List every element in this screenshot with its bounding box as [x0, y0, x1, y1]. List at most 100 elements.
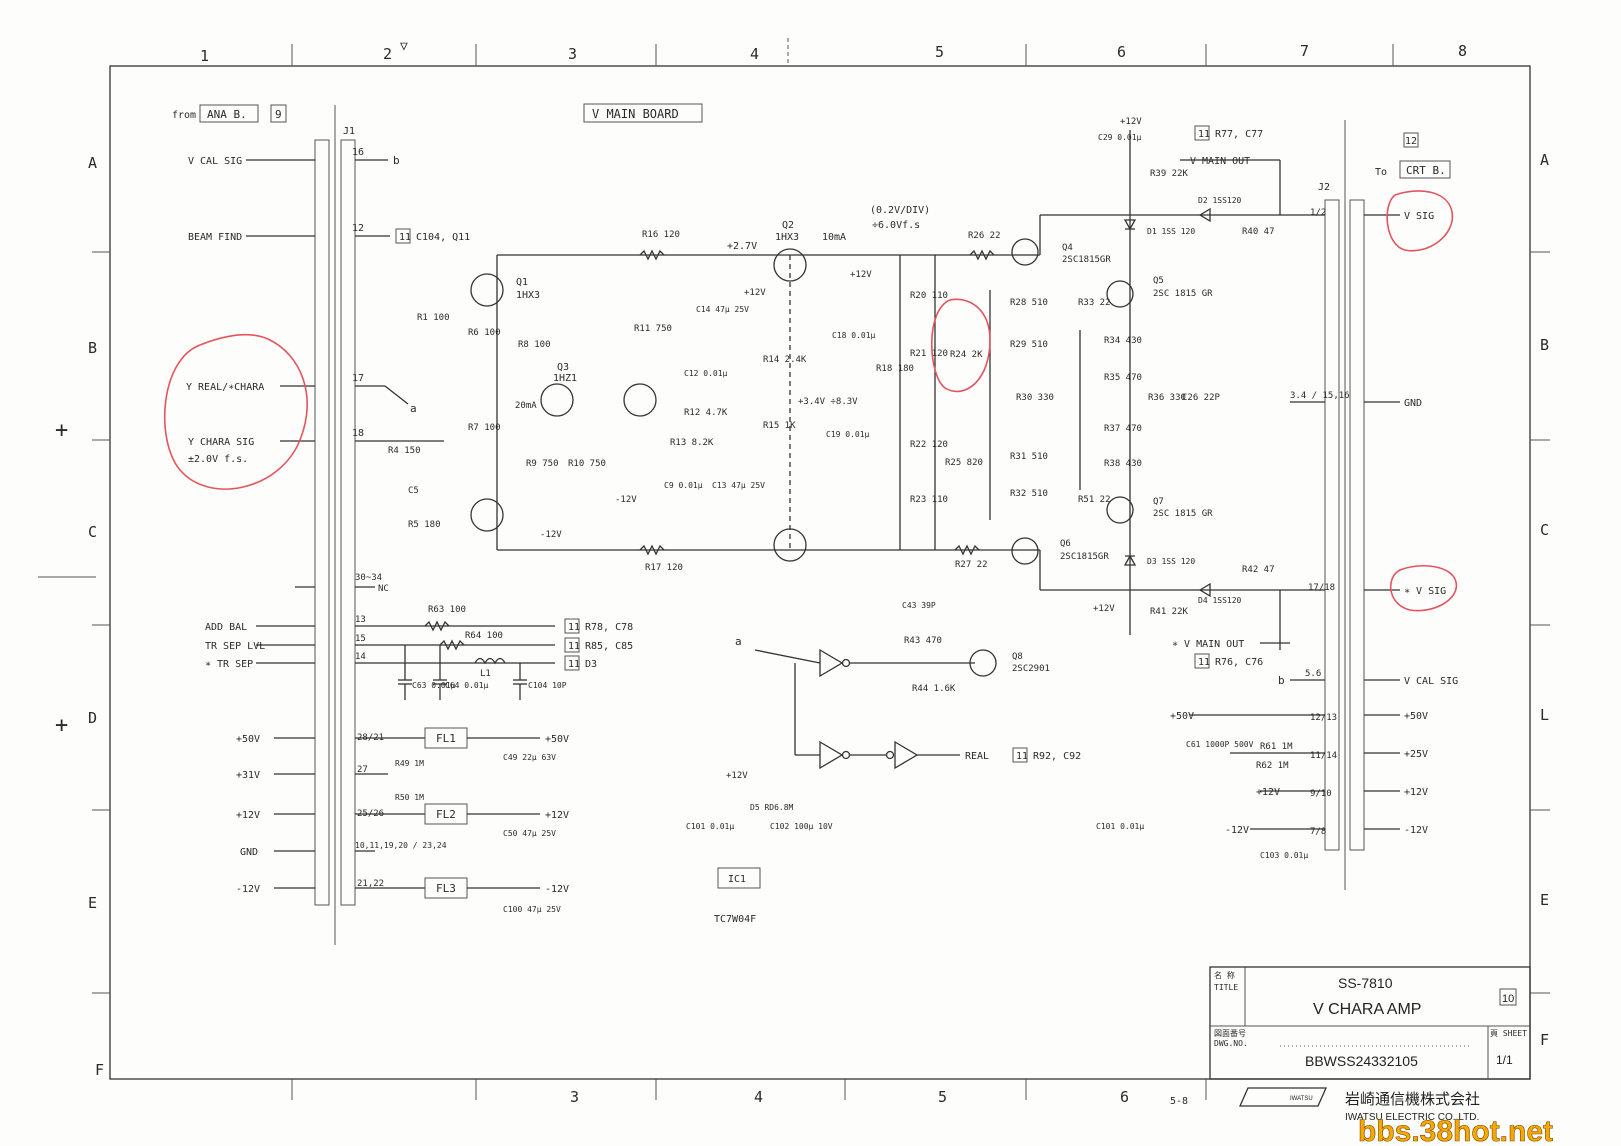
r32-label: R32 510 [1010, 489, 1048, 499]
ref-92: R92, C92 [1033, 751, 1081, 762]
watermark: bbs.38hot.net [1358, 1115, 1553, 1146]
j1-name: J1 [343, 126, 355, 137]
q8-value: 2SC2901 [1012, 664, 1050, 674]
c26-label: C26 22P [1182, 393, 1221, 403]
scale-note-2: ÷6.0Vf.s [872, 220, 920, 231]
r34-label: R34 430 [1104, 336, 1142, 346]
page-no-box [1499, 988, 1517, 1006]
from-page: 9 [275, 108, 282, 121]
r51-label: R51 22 [1078, 495, 1111, 505]
title-block [1209, 966, 1531, 1080]
c19-label: C19 0.01μ [826, 430, 870, 439]
r63-label: R63 100 [428, 605, 466, 615]
col-label-2: 2 [383, 45, 392, 63]
dest-b-right: b [1278, 674, 1285, 687]
col-label-bottom-4: 4 [754, 1088, 763, 1106]
r37-label: R37 470 [1104, 424, 1142, 434]
c49-label: C49 22μ 63V [503, 753, 556, 762]
pin-28-21: 28/21 [357, 733, 384, 743]
row-label-b: B [88, 339, 97, 357]
supply-p12-low: +12V [1093, 604, 1115, 614]
r6-label: R6 100 [468, 328, 501, 338]
c101-label-2: C101 0.01μ [686, 822, 734, 831]
supply-p12-mid: +12V [850, 270, 872, 280]
row-label-c: C [88, 523, 97, 541]
scale-note: (0.2V/DIV) [870, 205, 930, 216]
fl1-out: +50V [545, 734, 569, 745]
r9-label: R9 750 [526, 459, 559, 469]
c12-label: C12 0.01μ [684, 369, 728, 378]
col-label-bottom-6: 6 [1120, 1088, 1129, 1106]
v-main-out-n: ∗ V MAIN OUT [1172, 639, 1244, 650]
r7-label: R7 100 [468, 423, 501, 433]
board-name: V MAIN BOARD [592, 107, 679, 121]
row-label-right-c: C [1540, 521, 1549, 539]
l1-label: L1 [480, 669, 491, 679]
r41-label: R41 22K [1150, 607, 1189, 617]
sig-m12v-right: -12V [1404, 825, 1428, 836]
q5-label: Q5 [1153, 276, 1164, 286]
q2-label: Q2 [782, 220, 794, 231]
sig-12v: +12V [236, 810, 260, 821]
current-20ma: 20mA [515, 401, 537, 411]
j2-name: J2 [1318, 182, 1330, 193]
r27-label: R27 22 [955, 560, 988, 570]
sig-v-cal-sig: V CAL SIG [188, 156, 242, 167]
ref-page-beam: 11 [399, 232, 411, 243]
j1-bar-left [314, 139, 330, 906]
fl1-label: FL1 [436, 732, 456, 745]
j2-wires [1190, 214, 1400, 830]
r16-label: R16 120 [642, 230, 680, 240]
c29-label: C29 0.01μ [1098, 133, 1142, 142]
real-label: REAL [965, 751, 989, 762]
r17-symbol [639, 544, 665, 556]
pin-gnd-right: 3.4 / 15,16 [1290, 391, 1350, 401]
sig-beam-find: BEAM FIND [188, 232, 242, 243]
r50-label: R50 1M [395, 793, 424, 802]
pin-17-18: 17/18 [1308, 583, 1335, 593]
sig-tr-sep-lvl: TR SEP LVL [205, 641, 265, 652]
r23-label: R23 110 [910, 495, 948, 505]
pin-gnd-left: 10,11,19,20 / 23,24 [355, 841, 447, 850]
r14-label: R14 2.4K [763, 355, 807, 365]
q8-label: Q8 [1012, 652, 1023, 662]
to-board-box [1399, 160, 1451, 179]
row-label-f: F [95, 1061, 104, 1079]
c5-label: C5 [408, 486, 419, 496]
ref-box-76 [1194, 653, 1210, 669]
sig-25v-right: +25V [1404, 749, 1428, 760]
c101-label: C101 0.01μ [1096, 822, 1144, 831]
r5-label: R5 180 [408, 520, 441, 530]
d2-symbol [1198, 207, 1211, 223]
c14-label: C14 47μ 25V [696, 305, 749, 314]
sig-tr-sep: ∗ TR SEP [205, 659, 253, 670]
q7-value: 2SC 1815 GR [1153, 509, 1213, 519]
ref-box-beam [395, 228, 411, 244]
pin-30-34: 30~34 [355, 573, 382, 583]
frame-ticks [38, 38, 1550, 1100]
v34-note: +3.4V ÷8.3V [798, 397, 858, 407]
r61-label: R61 1M [1260, 742, 1293, 752]
r26-label: R26 22 [968, 231, 1001, 241]
q5-value: 2SC 1815 GR [1153, 289, 1213, 299]
sig-m12v-right-in: -12V [1225, 825, 1249, 836]
r28-label: R28 510 [1010, 298, 1048, 308]
annotation-circle-y-signals [163, 333, 308, 490]
r4-label: R4 150 [388, 446, 421, 456]
r63-symbol [424, 620, 450, 632]
from-page-box [270, 104, 287, 123]
pin-1-2: 1/2 [1310, 208, 1326, 218]
ref-77: R77, C77 [1215, 129, 1263, 140]
r24-label: R24 2K [950, 350, 983, 360]
pin-9-10: 9/10 [1310, 789, 1332, 799]
col-label-8: 8 [1458, 42, 1467, 60]
page-ref: 5-8 [1170, 1096, 1188, 1107]
l1-symbol [474, 657, 506, 665]
sig-y-chara-fs: ±2.0V f.s. [188, 454, 248, 465]
inverter-gates [754, 648, 975, 770]
supply-p12-c14: +12V [744, 288, 766, 298]
dwg-caption-jp: 図面番号 [1214, 1028, 1246, 1038]
sig-m12v: -12V [236, 884, 260, 895]
page-no: 10 [1502, 993, 1514, 1005]
